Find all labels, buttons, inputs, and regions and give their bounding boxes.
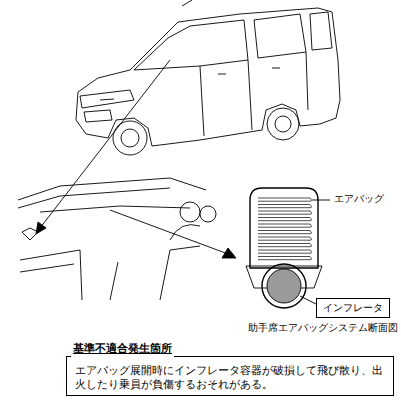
leader-line xyxy=(312,200,330,201)
airbag-section xyxy=(246,188,322,308)
part-label: インフレータ xyxy=(323,301,383,315)
heading: 基準不適合発生箇所 xyxy=(71,342,174,357)
pointer-arrow xyxy=(40,60,170,228)
note-text: エアバッグ展開時にインフレータ容器が破損して飛び散り、出火したり乗員が負傷するお… xyxy=(75,363,385,391)
figure-caption: 助手席エアバッグシステム断面図 xyxy=(248,322,398,335)
pointer-arrow xyxy=(110,210,228,254)
suv-drawing xyxy=(76,0,340,155)
part-box: インフレータ xyxy=(316,298,390,318)
dashboard-drawing xyxy=(18,178,216,300)
leader-line xyxy=(300,296,316,304)
part-label: エアバッグ xyxy=(334,193,384,206)
notice-box: 基準不適合発生箇所エアバッグ展開時にインフレータ容器が破損して飛び散り、出火した… xyxy=(66,356,394,396)
